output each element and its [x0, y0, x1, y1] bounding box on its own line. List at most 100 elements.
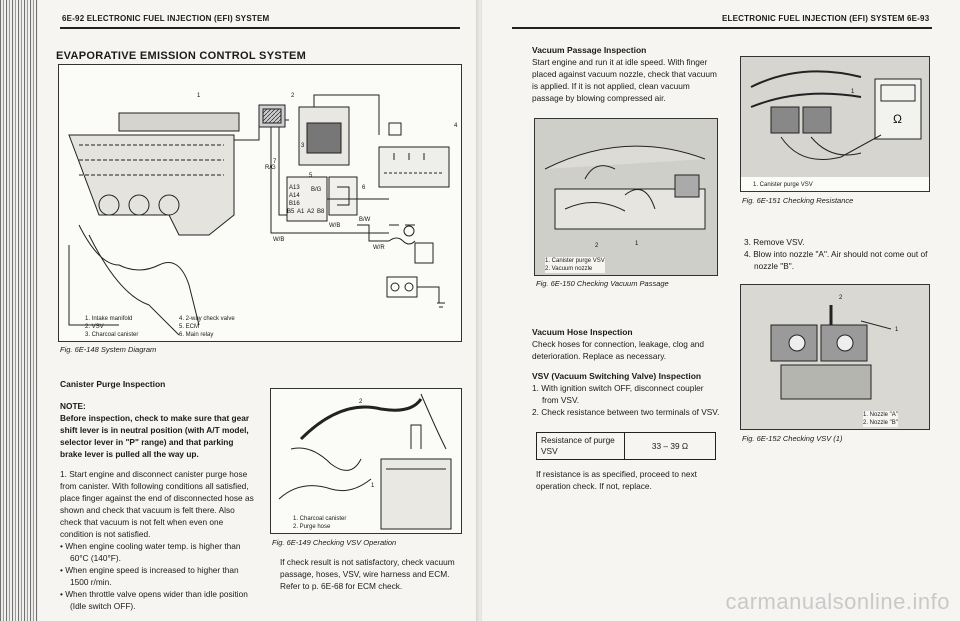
hose-inspection-section: Vacuum Hose Inspection Check hoses for c…: [532, 326, 722, 362]
canister-purge-section: Canister Purge Inspection NOTE: Before i…: [60, 378, 256, 612]
right-page-header: ELECTRONIC FUEL INJECTION (EFI) SYSTEM 6…: [722, 14, 930, 23]
left-page-header: 6E-92 ELECTRONIC FUEL INJECTION (EFI) SY…: [62, 14, 270, 23]
list-item: • When throttle valve opens wider than i…: [60, 589, 248, 611]
left-page: 6E-92 ELECTRONIC FUEL INJECTION (EFI) SY…: [0, 0, 478, 621]
list-item: • When engine speed is increased to high…: [60, 565, 239, 587]
legend-item: 1. Canister purge VSV: [545, 258, 605, 264]
pin-a13: A13: [289, 185, 300, 191]
hose-inspection-text: Check hoses for connection, leakage, clo…: [532, 339, 705, 361]
fig151-caption: Fig. 6E-151 Checking Resistance: [742, 196, 854, 205]
vsv-operation-figure: 2 1 1. Charcoal canister 2. Purge hose: [270, 388, 462, 534]
pin-b8: B8: [317, 209, 325, 215]
condition-list: • When engine cooling water temp. is hig…: [60, 540, 256, 612]
note-text: Before inspection, check to make sure th…: [60, 413, 250, 459]
pin-a1: A1: [297, 209, 305, 215]
callout-2: 2: [291, 93, 295, 99]
system-diagram-figure: 1 2 3 4 5 6 7 R/G B/G B/W W/B W/B W/R A1…: [58, 64, 462, 342]
fig149-caption: Fig. 6E-149 Checking VSV Operation: [272, 538, 397, 547]
vsv-check-figure: 2 1 1. Nozzle "A" 2. Nozzle "B": [740, 284, 930, 430]
header-rule: [60, 27, 460, 29]
table-cell-label: Resistance of purge VSV: [536, 432, 625, 460]
resistance-spec-table: Resistance of purge VSV 33 – 39 Ω: [536, 432, 716, 460]
resistance-figure: Ω 1 1. Canister purge VSV: [740, 56, 930, 192]
callout-1: 1: [371, 483, 375, 489]
list-item: 4. Blow into nozzle "A". Air should not …: [744, 249, 928, 271]
system-diagram: 1 2 3 4 5 6 7 R/G B/G B/W W/B W/B W/R A1…: [68, 93, 458, 336]
list-item: 3. Remove VSV.: [744, 237, 805, 247]
list-item: 2. Check resistance between two terminal…: [532, 407, 720, 417]
legend-item: 6. Main relay: [179, 332, 214, 338]
callout-6: 6: [362, 185, 366, 191]
wire-label-w-b: W/B: [329, 223, 340, 229]
fig148-legend-col2: 4. 2-way check valve 5. ECM 6. Main rela…: [179, 315, 235, 339]
fig150-legend: 1. Canister purge VSV 2. Vacuum nozzle: [545, 257, 605, 273]
wire-label-w-b-2: W/B: [273, 237, 284, 243]
note-label: NOTE:: [60, 401, 86, 411]
legend-item: 5. ECM: [179, 324, 200, 330]
vsv-inspection-section: VSV (Vacuum Switching Valve) Inspection …: [532, 370, 722, 418]
list-item: 1. With ignition switch OFF, disconnect …: [532, 383, 704, 405]
callout-2: 2: [359, 399, 363, 405]
legend-item: 2. Nozzle "B": [863, 420, 898, 426]
fig148-caption: Fig. 6E-148 System Diagram: [60, 345, 157, 354]
vsv-steps: 1. With ignition switch OFF, disconnect …: [532, 382, 722, 418]
fig148-legend-col1: 1. Intake manifold 2. VSV 3. Charcoal ca…: [85, 315, 138, 339]
fig152-legend: 1. Nozzle "A" 2. Nozzle "B": [863, 411, 898, 427]
pin-a14: A14: [289, 193, 300, 199]
legend-item: 4. 2-way check valve: [179, 316, 235, 322]
binding-edge: [0, 0, 38, 621]
vacuum-passage-drawing: 2 1: [535, 119, 717, 275]
vsv-operation-drawing: 2 1: [278, 393, 452, 530]
vsv-drawing: [258, 104, 286, 128]
callout-1: 1: [635, 241, 639, 247]
fuel-tank-drawing: [378, 122, 450, 188]
steps-3-4: 3. Remove VSV. 4. Blow into nozzle "A". …: [744, 236, 932, 272]
pin-b16: B16: [289, 201, 300, 207]
step-1-text: 1. Start engine and disconnect canister …: [60, 469, 254, 539]
wire-label-w-r: W/R: [373, 245, 385, 251]
resistance-result-text: If resistance is as specified, proceed t…: [536, 469, 697, 491]
ohm-symbol: Ω: [893, 112, 902, 126]
wire-label-b-g: B/G: [311, 187, 322, 193]
legend-item: 2. Purge hose: [293, 524, 331, 530]
vacuum-passage-figure: 2 1 1. Canister purge VSV 2. Vacuum nozz…: [534, 118, 718, 276]
legend-item: 1. Canister purge VSV: [753, 182, 813, 188]
fig151-legend: 1. Canister purge VSV: [753, 181, 813, 189]
legend-item: 2. Vacuum nozzle: [545, 266, 593, 272]
fig149-legend: 1. Charcoal canister 2. Purge hose: [293, 515, 346, 531]
vsv-check-drawing: 2 1: [741, 285, 929, 429]
resistance-drawing: Ω 1: [741, 57, 929, 177]
legend-item: 1. Charcoal canister: [293, 516, 347, 522]
vacuum-passage-heading: Vacuum Passage Inspection: [532, 45, 647, 55]
right-page: ELECTRONIC FUEL INJECTION (EFI) SYSTEM 6…: [482, 0, 960, 621]
legend-item: 1. Intake manifold: [85, 316, 133, 322]
vacuum-passage-section: Vacuum Passage Inspection Start engine a…: [532, 44, 718, 104]
callout-4: 4: [454, 123, 458, 129]
page-gutter: [476, 0, 484, 621]
table-cell-value: 33 – 39 Ω: [624, 432, 716, 460]
section-title: EVAPORATIVE EMISSION CONTROL SYSTEM: [56, 50, 307, 62]
legend-item: 2. VSV: [85, 324, 104, 330]
callout-1: 1: [895, 327, 899, 333]
fig150-caption: Fig. 6E-150 Checking Vacuum Passage: [536, 279, 669, 288]
vsv-inspection-heading: VSV (Vacuum Switching Valve) Inspection: [532, 371, 702, 381]
hose-inspection-heading: Vacuum Hose Inspection: [532, 327, 633, 337]
wire-label-b-w: B/W: [359, 217, 371, 223]
canister-drawing: [298, 94, 380, 166]
pin-a2: A2: [307, 209, 315, 215]
vacuum-passage-text: Start engine and run it at idle speed. W…: [532, 57, 717, 103]
vsv-steps-continued: 3. Remove VSV. 4. Blow into nozzle "A". …: [744, 236, 932, 272]
wiring-lines: [270, 127, 445, 308]
list-item: • When engine cooling water temp. is hig…: [60, 541, 241, 563]
table-row: Resistance of purge VSV 33 – 39 Ω: [536, 432, 716, 460]
callout-3: 3: [301, 143, 305, 149]
callout-2: 2: [595, 243, 599, 249]
legend-item: 1. Nozzle "A": [863, 412, 898, 418]
callout-7: 7: [273, 159, 277, 165]
ecm-drawing: [286, 176, 358, 222]
callout-2: 2: [839, 295, 843, 301]
callout-1: 1: [197, 93, 201, 99]
fig152-caption: Fig. 6E-152 Checking VSV (1): [742, 434, 843, 443]
check-result-text: If check result is not satisfactory, che…: [280, 557, 455, 591]
legend-item: 3. Charcoal canister: [85, 332, 139, 338]
